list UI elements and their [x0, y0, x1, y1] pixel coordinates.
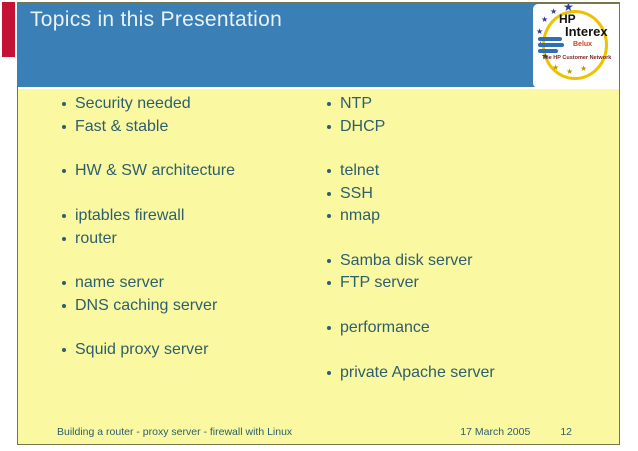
bullet-icon — [62, 348, 66, 353]
bullet-item: router — [62, 227, 235, 249]
bullet-icon — [62, 303, 66, 308]
bullet-item: DNS caching server — [62, 295, 235, 317]
topic-list-left: Security needed Fast & stable HW & SW ar… — [62, 93, 235, 362]
slide-body: Security needed Fast & stable HW & SW ar… — [18, 89, 619, 444]
bullet-text: Security needed — [75, 95, 191, 113]
bullet-item: Fast & stable — [62, 115, 235, 137]
logo-star-icon: ★ — [552, 63, 560, 72]
logo-star-icon: ★ — [541, 15, 549, 24]
slide-footer: Building a router - proxy server - firew… — [57, 426, 619, 438]
logo-text: HP Interex Belux — [559, 13, 608, 49]
bullet-item: iptables firewall — [62, 205, 235, 227]
logo-bars-icon — [538, 37, 564, 55]
footer-date: 17 March 2005 — [460, 426, 531, 438]
bullet-icon — [62, 102, 66, 107]
bullet-text: HW & SW architecture — [75, 162, 236, 180]
bullet-text: performance — [340, 319, 430, 337]
logo-star-icon: ★ — [542, 52, 550, 61]
logo-star-icon: ★ — [566, 67, 574, 76]
logo-star-icon: ★ — [550, 7, 558, 16]
red-accent-bar — [2, 2, 15, 57]
bullet-text: telnet — [340, 162, 380, 180]
bullet-text: DNS caching server — [75, 296, 218, 314]
list-spacer — [327, 295, 495, 317]
bullet-item: private Apache server — [327, 362, 495, 384]
slide-title: Topics in this Presentation — [30, 8, 283, 31]
bullet-item: name server — [62, 272, 235, 294]
logo-hp-text: HP — [559, 12, 576, 26]
bullet-item: FTP server — [327, 272, 495, 294]
bullet-item: Squid proxy server — [62, 339, 235, 361]
list-spacer — [62, 250, 235, 272]
bullet-text: router — [75, 229, 117, 247]
bullet-icon — [62, 124, 66, 129]
bullet-text: Fast & stable — [75, 117, 169, 135]
bullet-text: NTP — [340, 95, 372, 113]
bullet-item: nmap — [327, 205, 495, 227]
bullet-item: telnet — [327, 160, 495, 182]
topic-list-right: NTP DHCP telnet SSH nmap Samba disk serv… — [327, 93, 495, 384]
logo-tagline: The HP Customer Network — [542, 55, 612, 61]
slide-header: Topics in this Presentation — [18, 3, 619, 87]
slide-frame: Topics in this Presentation ★ ★ ★ ★ ★ ★ … — [17, 2, 620, 445]
bullet-icon — [62, 214, 66, 219]
bullet-icon — [327, 169, 331, 174]
list-spacer — [327, 339, 495, 361]
bullet-icon — [327, 258, 331, 263]
logo-interex-text: Interex — [565, 24, 608, 39]
bullet-text: private Apache server — [340, 363, 495, 381]
bullet-item: HW & SW architecture — [62, 160, 235, 182]
logo-star-icon: ★ — [536, 27, 544, 36]
bullet-text: SSH — [340, 184, 373, 202]
bullet-icon — [62, 281, 66, 286]
bullet-icon — [327, 326, 331, 331]
logo-star-icon: ★ — [563, 4, 574, 14]
logo-region-text: Belux — [573, 40, 593, 48]
footer-page-number: 12 — [560, 426, 572, 438]
list-spacer — [62, 138, 235, 160]
bullet-icon — [327, 102, 331, 107]
list-spacer — [327, 138, 495, 160]
bullet-icon — [62, 169, 66, 174]
bullet-item: Security needed — [62, 93, 235, 115]
bullet-icon — [62, 236, 66, 241]
bullet-text: nmap — [340, 207, 381, 225]
bullet-item: performance — [327, 317, 495, 339]
bullet-icon — [327, 124, 331, 129]
bullet-icon — [327, 214, 331, 219]
bullet-icon — [327, 370, 331, 375]
bullet-item: Samba disk server — [327, 250, 495, 272]
bullet-text: FTP server — [340, 274, 419, 292]
bullet-icon — [327, 191, 331, 196]
list-spacer — [327, 227, 495, 249]
bullet-text: name server — [75, 274, 164, 292]
footer-deck-title: Building a router - proxy server - firew… — [57, 426, 293, 438]
bullet-icon — [327, 281, 331, 286]
bullet-text: Squid proxy server — [75, 341, 209, 359]
bullet-text: DHCP — [340, 117, 386, 135]
bullet-item: DHCP — [327, 115, 495, 137]
bullet-text: iptables firewall — [75, 207, 185, 225]
bullet-item: NTP — [327, 93, 495, 115]
list-spacer — [62, 183, 235, 205]
logo-star-icon: ★ — [580, 64, 588, 73]
bullet-text: Samba disk server — [340, 251, 473, 269]
hp-interex-logo: ★ ★ ★ ★ ★ ★ ★ ★ ★ HP Interex Belux The H… — [533, 4, 619, 88]
list-spacer — [62, 317, 235, 339]
bullet-item: SSH — [327, 183, 495, 205]
